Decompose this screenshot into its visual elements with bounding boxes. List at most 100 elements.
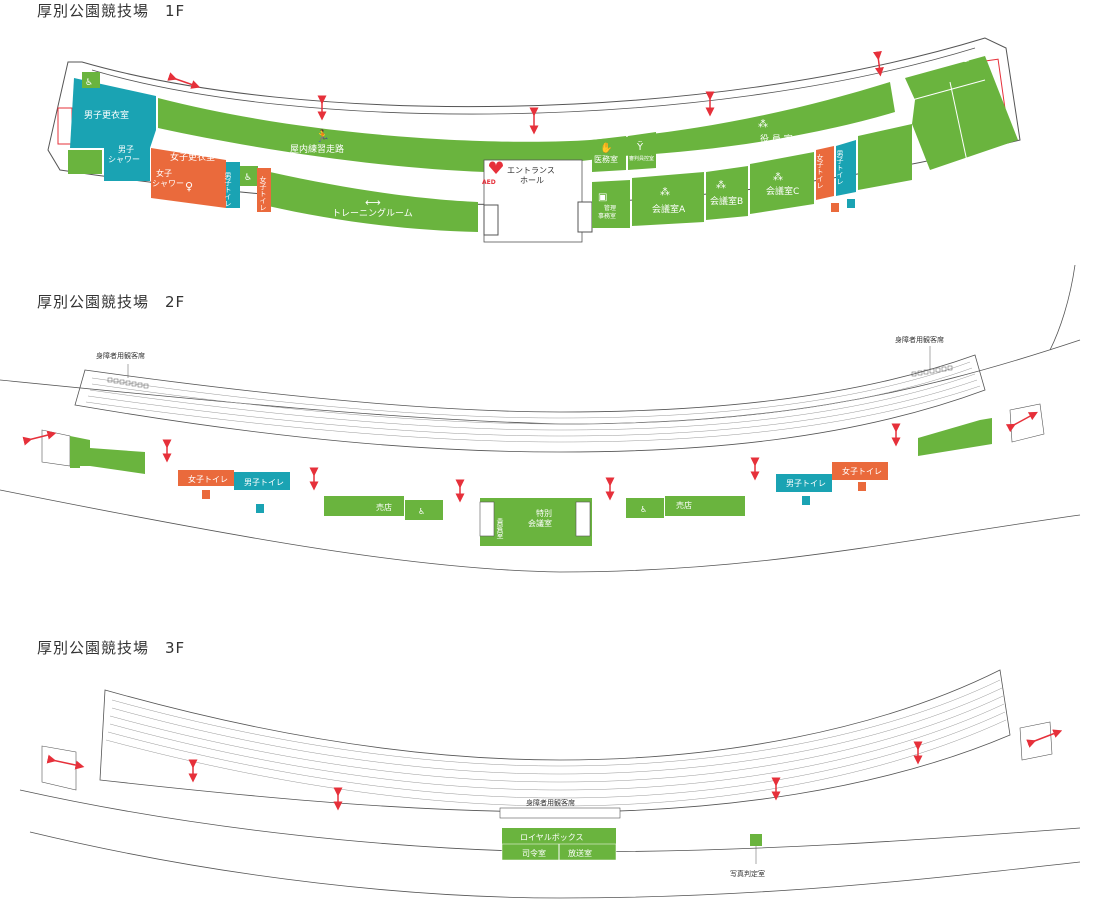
- f3-royal-box[interactable]: [502, 828, 616, 844]
- f1-right-divider-2: [911, 79, 986, 101]
- first-aid-hand-icon: ✋: [600, 141, 612, 154]
- elevator-arrow-icon: [167, 72, 201, 89]
- f1-right-block-a: [858, 124, 912, 190]
- f1-entrance-hall[interactable]: [483, 159, 583, 243]
- wheelchair-icon: ♿: [244, 173, 252, 183]
- f1-left-green-small: [68, 150, 102, 174]
- referee-icon: Ÿ: [636, 140, 644, 153]
- f2-right-curve: [1049, 264, 1076, 351]
- elevator-arrow-icon: [872, 50, 884, 77]
- f1-management-office[interactable]: [592, 180, 630, 228]
- f2-mens-toilet-left[interactable]: [234, 472, 290, 490]
- f3-seat-rows: [105, 679, 1007, 807]
- wheelchair-icon: ♿: [640, 505, 647, 514]
- dumbbell-icon: ⟷: [365, 196, 381, 209]
- f3-stands: [99, 669, 1011, 813]
- f1-stair-left: [483, 204, 499, 236]
- f3-accessible-seats: [499, 807, 621, 819]
- elevator-arrow-icon: [46, 754, 85, 770]
- f1-meeting-a[interactable]: [632, 172, 704, 226]
- label-f2-shop-right: 売店: [676, 500, 692, 510]
- floor-3-title: 厚別公園競技場 3F: [37, 639, 186, 657]
- toilet-male-icon: [256, 504, 264, 513]
- label-command-room: 司令室: [522, 848, 546, 858]
- label-womens-toilet-left: 女子トイレ: [259, 175, 267, 211]
- label-royal-box: ロイヤルボックス: [520, 833, 584, 842]
- f1-mens-locker[interactable]: [70, 78, 156, 148]
- f1-left-accessible: [82, 72, 100, 88]
- f1-indoor-track[interactable]: [158, 98, 590, 172]
- changing-icon: ♀: [185, 180, 193, 193]
- label-training-room: トレーニングルーム: [332, 207, 413, 219]
- f1-medical-room[interactable]: [592, 136, 626, 172]
- f2-shop-left[interactable]: [324, 496, 404, 516]
- f1-mens-toilet-left[interactable]: [226, 162, 240, 208]
- f3-photo-judge-room[interactable]: [750, 834, 762, 846]
- f2-seat-rows: [85, 361, 981, 443]
- label-indoor-track: 屋内練習走路: [290, 143, 344, 155]
- label-mens-toilet-left: 男子トイレ: [224, 172, 232, 207]
- f1-right-block-b: [905, 56, 1018, 170]
- toilet-male-icon: [847, 199, 855, 208]
- f1-officers-room[interactable]: [590, 82, 895, 160]
- f1-womens-toilet-left[interactable]: [257, 168, 271, 212]
- f2-left-green: [70, 436, 145, 474]
- f1-training-room[interactable]: [268, 172, 478, 232]
- elevator-arrow-icon: [1026, 729, 1063, 748]
- f1-meeting-c[interactable]: [750, 152, 814, 214]
- f3-outer-2: [29, 831, 1081, 899]
- toilet-female-icon: [831, 203, 839, 212]
- wheelchair-icon: ♿: [418, 507, 425, 516]
- wheelchair-icon: ♿: [962, 55, 970, 65]
- label-management-office: 管理事務室: [598, 204, 616, 220]
- floor-1-plan: 🏃 ⟷ ✋ Ÿ ⁂ ⁂ ⁂ ⁂ ▣ ♿ ♿ ♿ ♀ 男子更衣室 男子シャワー 女…: [47, 37, 1021, 243]
- label-vip-room: 貴賓室: [496, 517, 504, 539]
- f1-inner-wall: [91, 47, 976, 115]
- f2-accessible-left[interactable]: [405, 500, 443, 520]
- floor-3-plan: 身障者用観客席 ロイヤルボックス 司令室 放送室 写真判定室: [19, 669, 1081, 899]
- f1-accessible-toilet[interactable]: [240, 166, 258, 186]
- f2-shop-right[interactable]: [665, 496, 745, 516]
- label-f2-shop-left: 売店: [376, 502, 392, 512]
- label-photo-judge-room: 写真判定室: [730, 869, 765, 878]
- label-mens-shower: 男子シャワー: [108, 145, 140, 164]
- officers-icon: ⁂: [758, 118, 768, 130]
- label-f2-womens-toilet-left: 女子トイレ: [188, 474, 228, 484]
- f1-womens-toilet-right[interactable]: [816, 146, 834, 200]
- label-f2-mens-toilet-right: 男子トイレ: [786, 479, 826, 488]
- floor-2-plan: 身障者用観客席 身障者用観客席 女子トイレ 男子トイレ 売店 ♿ 貴賓室 特別会…: [0, 264, 1081, 573]
- office-desk-icon: ▣: [598, 192, 607, 203]
- f2-accessible-right[interactable]: [626, 498, 664, 518]
- label-meeting-c: 会議室C: [766, 185, 799, 197]
- meeting-icon: ⁂: [773, 171, 783, 183]
- f2-accessible-seats-left: [107, 377, 149, 389]
- f1-mens-shower[interactable]: [104, 133, 150, 181]
- runner-icon: 🏃: [315, 129, 330, 143]
- label-womens-shower: 女子シャワー: [152, 168, 184, 188]
- label-entrance-hall: エントランスホール: [507, 166, 555, 185]
- f2-special-meeting-block[interactable]: [480, 498, 592, 546]
- f1-womens-locker[interactable]: [151, 148, 226, 208]
- toilet-female-icon: [858, 482, 866, 491]
- stair-icon: [575, 501, 591, 537]
- f2-stands: [74, 354, 986, 453]
- f2-womens-toilet-right[interactable]: [832, 462, 888, 480]
- floor-1-title: 厚別公園競技場 1F: [37, 2, 186, 20]
- label-womens-toilet-right: 女子トイレ: [816, 153, 824, 189]
- f2-womens-toilet-left[interactable]: [178, 470, 234, 486]
- aed-heart-icon: [489, 161, 503, 174]
- f2-mens-toilet-right[interactable]: [776, 474, 832, 492]
- wheelchair-icon: ♿: [85, 78, 93, 88]
- label-meeting-b: 会議室B: [710, 195, 743, 207]
- f1-referee-room[interactable]: [628, 132, 656, 170]
- stair-icon: [479, 501, 495, 537]
- elevator-arrow-icon: [1005, 411, 1038, 433]
- label-accessible-seats-left: 身障者用観客席: [96, 351, 145, 360]
- meeting-icon: ⁂: [716, 179, 726, 191]
- label-womens-locker: 女子更衣室: [170, 151, 215, 163]
- f1-stair-right: [577, 201, 593, 233]
- f1-mens-toilet-right[interactable]: [836, 140, 856, 196]
- label-aed: AED: [482, 179, 496, 186]
- label-meeting-a: 会議室A: [652, 203, 686, 215]
- f1-meeting-b[interactable]: [706, 166, 748, 220]
